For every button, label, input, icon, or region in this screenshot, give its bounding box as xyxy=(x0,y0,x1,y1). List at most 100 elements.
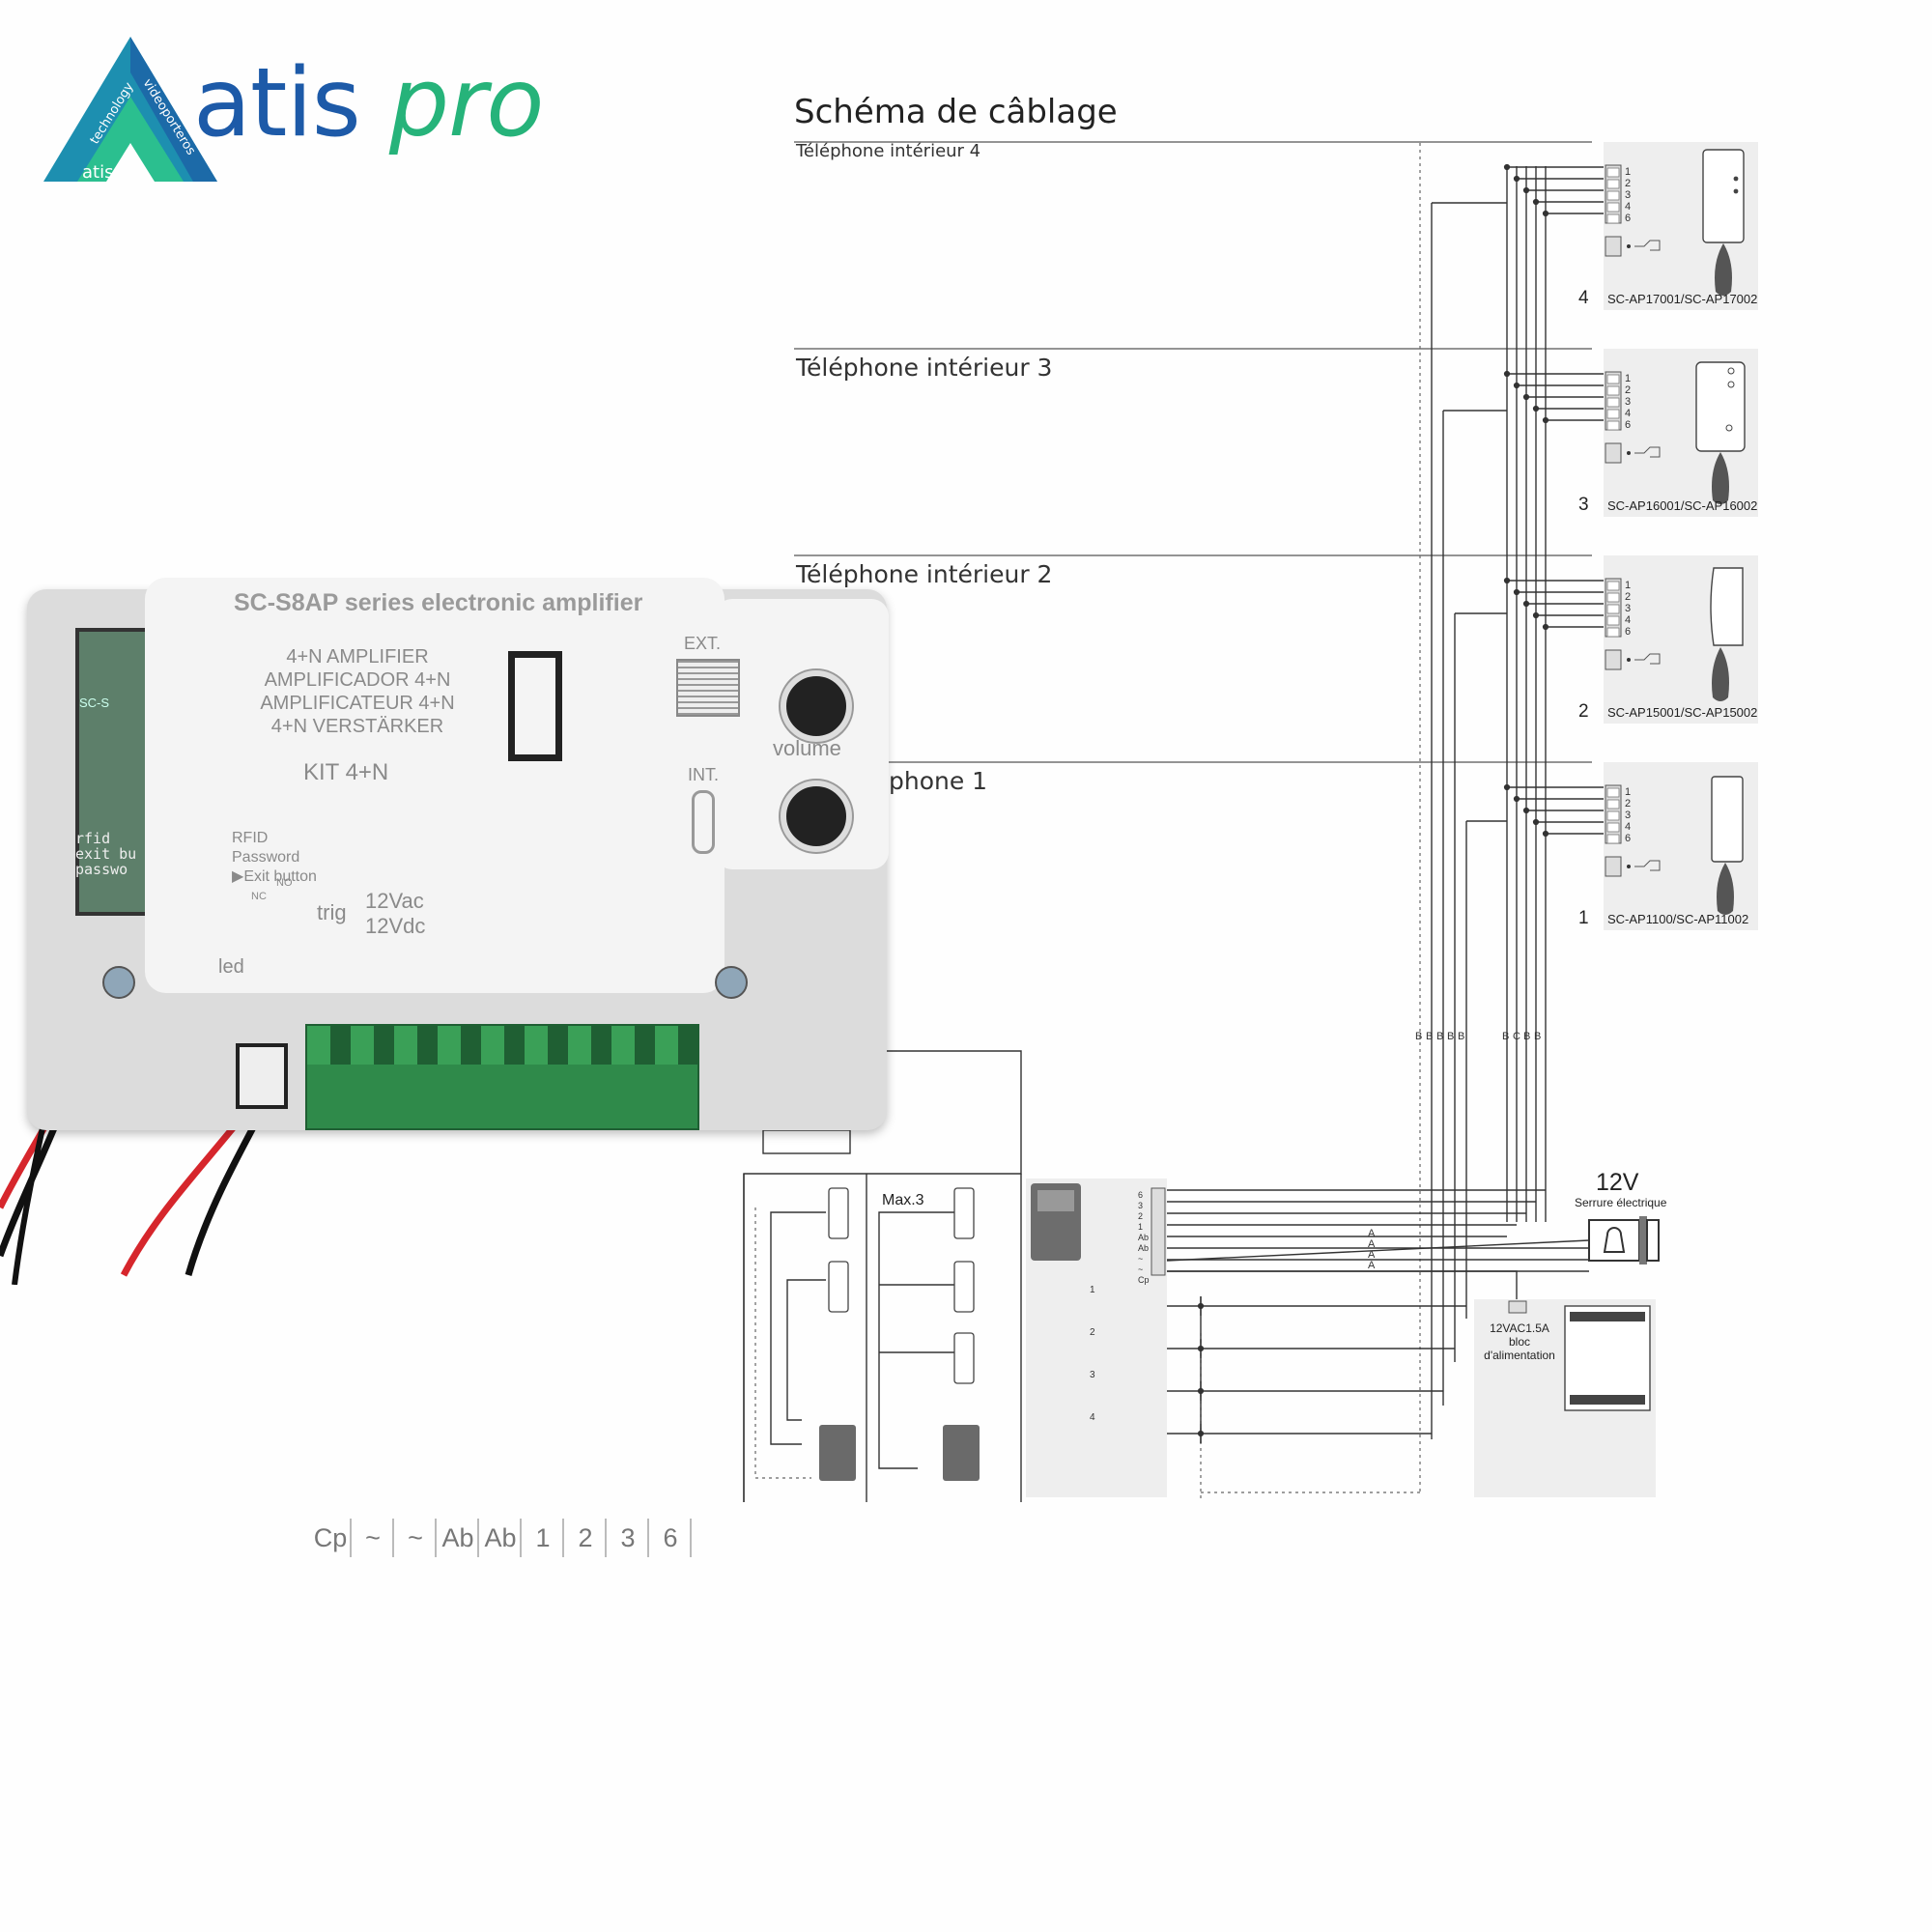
junction-dot xyxy=(1522,600,1530,608)
amp-terminal-label: Ab xyxy=(481,1519,522,1557)
panel-button-number: 4 xyxy=(1090,1412,1095,1423)
lock-voltage: 12V xyxy=(1596,1169,1639,1196)
a-label: A xyxy=(1368,1238,1376,1250)
logo-brand-accent: pro xyxy=(388,48,544,158)
amp-terminal-label: ~ xyxy=(396,1519,437,1557)
volume-knob-ext[interactable] xyxy=(781,670,852,742)
junction-dot xyxy=(1522,807,1530,814)
max-label: Max.3 xyxy=(882,1192,924,1208)
amp-volume: volume xyxy=(773,736,841,760)
aux-handsets xyxy=(828,1187,975,1384)
phone-terminal-number: 2 xyxy=(1625,178,1631,189)
amp-no: NO xyxy=(276,877,293,889)
amp-header: SC-S8AP series electronic amplifier xyxy=(234,589,643,616)
section-label-3: Téléphone intérieur 3 xyxy=(796,354,1053,382)
phone-terminal-number: 2 xyxy=(1625,384,1631,396)
amp-side-model: SC-S xyxy=(79,696,110,710)
door-panel-block xyxy=(1026,1179,1167,1497)
junction-dot xyxy=(1542,210,1549,217)
phone-terminal-number: 3 xyxy=(1625,396,1631,408)
junction-dot xyxy=(1513,175,1520,183)
diagram-title: Schéma de câblage xyxy=(794,93,1118,131)
bus-label: B xyxy=(1534,1031,1541,1042)
junction-dot xyxy=(1503,163,1511,171)
aux-schematic xyxy=(743,1050,1022,1502)
amp-line: 4+N AMPLIFIER xyxy=(286,646,429,668)
amp-terminal-label: ~ xyxy=(354,1519,394,1557)
phone-terminal-block xyxy=(1605,371,1661,464)
amp-options: RFID Password ▶Exit button xyxy=(232,829,317,887)
phone-feed-lines xyxy=(1432,163,1604,838)
phone-number-3: 3 xyxy=(1578,495,1589,515)
phone-terminal-number: 4 xyxy=(1625,614,1631,626)
phone-model-3: SC-AP16001/SC-AP16002 xyxy=(1607,498,1758,513)
power-label-1: 12VAC1.5A xyxy=(1490,1321,1549,1335)
connector-jack xyxy=(236,1043,288,1109)
amp-terminal-label: 1 xyxy=(524,1519,564,1557)
phone-terminal-number: 3 xyxy=(1625,810,1631,821)
play-icon: ▶ xyxy=(232,868,244,885)
phone-terminal-block xyxy=(1605,578,1661,670)
amplifier-module: SC-S rfid exit bu passwo SC-S8AP series … xyxy=(0,570,898,1557)
section-label-1: phone 1 xyxy=(889,767,988,795)
logo-brand-main: atis xyxy=(193,48,389,158)
junction-dot xyxy=(1513,588,1520,596)
green-terminal-block xyxy=(305,1024,699,1130)
junction-dot xyxy=(1503,577,1511,584)
phone-terminal-number: 3 xyxy=(1625,189,1631,201)
amp-trig: trig xyxy=(317,900,347,924)
junction-dot xyxy=(1542,416,1549,424)
panel-button-number: 2 xyxy=(1090,1327,1095,1338)
volume-knob-int[interactable] xyxy=(781,781,852,852)
power-label-3: d'alimentation xyxy=(1484,1349,1555,1362)
phone-terminal-block xyxy=(1605,784,1661,877)
amp-line: AMPLIFICATEUR 4+N xyxy=(260,693,455,714)
phone-model-1: SC-AP1100/SC-AP11002 xyxy=(1607,912,1749,926)
a-label: A xyxy=(1368,1260,1376,1271)
phone-terminal-number: 2 xyxy=(1625,591,1631,603)
power-label: 12VAC1.5A bloc d'alimentation xyxy=(1476,1321,1563,1362)
power-label-2: bloc xyxy=(1508,1335,1530,1349)
phone-terminal-blocks xyxy=(1605,164,1661,877)
phone-number-2: 2 xyxy=(1578,701,1589,722)
phone-terminal-block xyxy=(1605,164,1661,257)
panel-terminal-label: ~ xyxy=(1138,1254,1143,1264)
phone-terminal-number: 1 xyxy=(1625,373,1631,384)
power-supply xyxy=(1474,1299,1656,1497)
junction-dot xyxy=(1522,186,1530,194)
junction-dot xyxy=(1532,198,1540,206)
phone-terminal-number: 1 xyxy=(1625,786,1631,798)
phone-model-2: SC-AP15001/SC-AP15002 xyxy=(1607,705,1758,720)
logo-wordmark: atis pro xyxy=(193,56,544,151)
panel-terminal-label: 6 xyxy=(1138,1190,1143,1200)
phone-terminal-number: 4 xyxy=(1625,408,1631,419)
amp-nc: NC xyxy=(251,891,267,902)
junction-dot xyxy=(1522,393,1530,401)
bus-label: B xyxy=(1436,1031,1443,1042)
phone-unit-1 xyxy=(1604,762,1758,930)
amp-terminal-label: 3 xyxy=(609,1519,649,1557)
aux-door-panels xyxy=(819,1425,980,1481)
panel-terminal-label: 2 xyxy=(1138,1211,1143,1221)
phone-number-4: 4 xyxy=(1578,288,1589,308)
junction-dot xyxy=(1513,795,1520,803)
speaker-icon xyxy=(676,659,740,717)
section-dividers xyxy=(794,141,1592,763)
bus-label: B xyxy=(1447,1031,1454,1042)
screw-icon xyxy=(715,966,748,999)
amp-side-label: passwo xyxy=(75,861,128,878)
phone-number-1: 1 xyxy=(1578,908,1589,928)
amp-option: Password xyxy=(232,849,300,866)
amp-voltage: 12Vac 12Vdc xyxy=(365,889,425,939)
phone-terminal-number: 4 xyxy=(1625,201,1631,213)
phone-terminal-number: 3 xyxy=(1625,603,1631,614)
phone-model-4: SC-AP17001/SC-AP17002 xyxy=(1607,292,1758,306)
junction-dot xyxy=(1513,382,1520,389)
panel-terminal-label: Ab xyxy=(1138,1233,1149,1242)
amp-jumper xyxy=(508,651,562,761)
junction-dot xyxy=(1532,611,1540,619)
screw-icon xyxy=(102,966,135,999)
junction-dot xyxy=(1503,783,1511,791)
amp-terminal-label: Cp xyxy=(311,1519,352,1557)
